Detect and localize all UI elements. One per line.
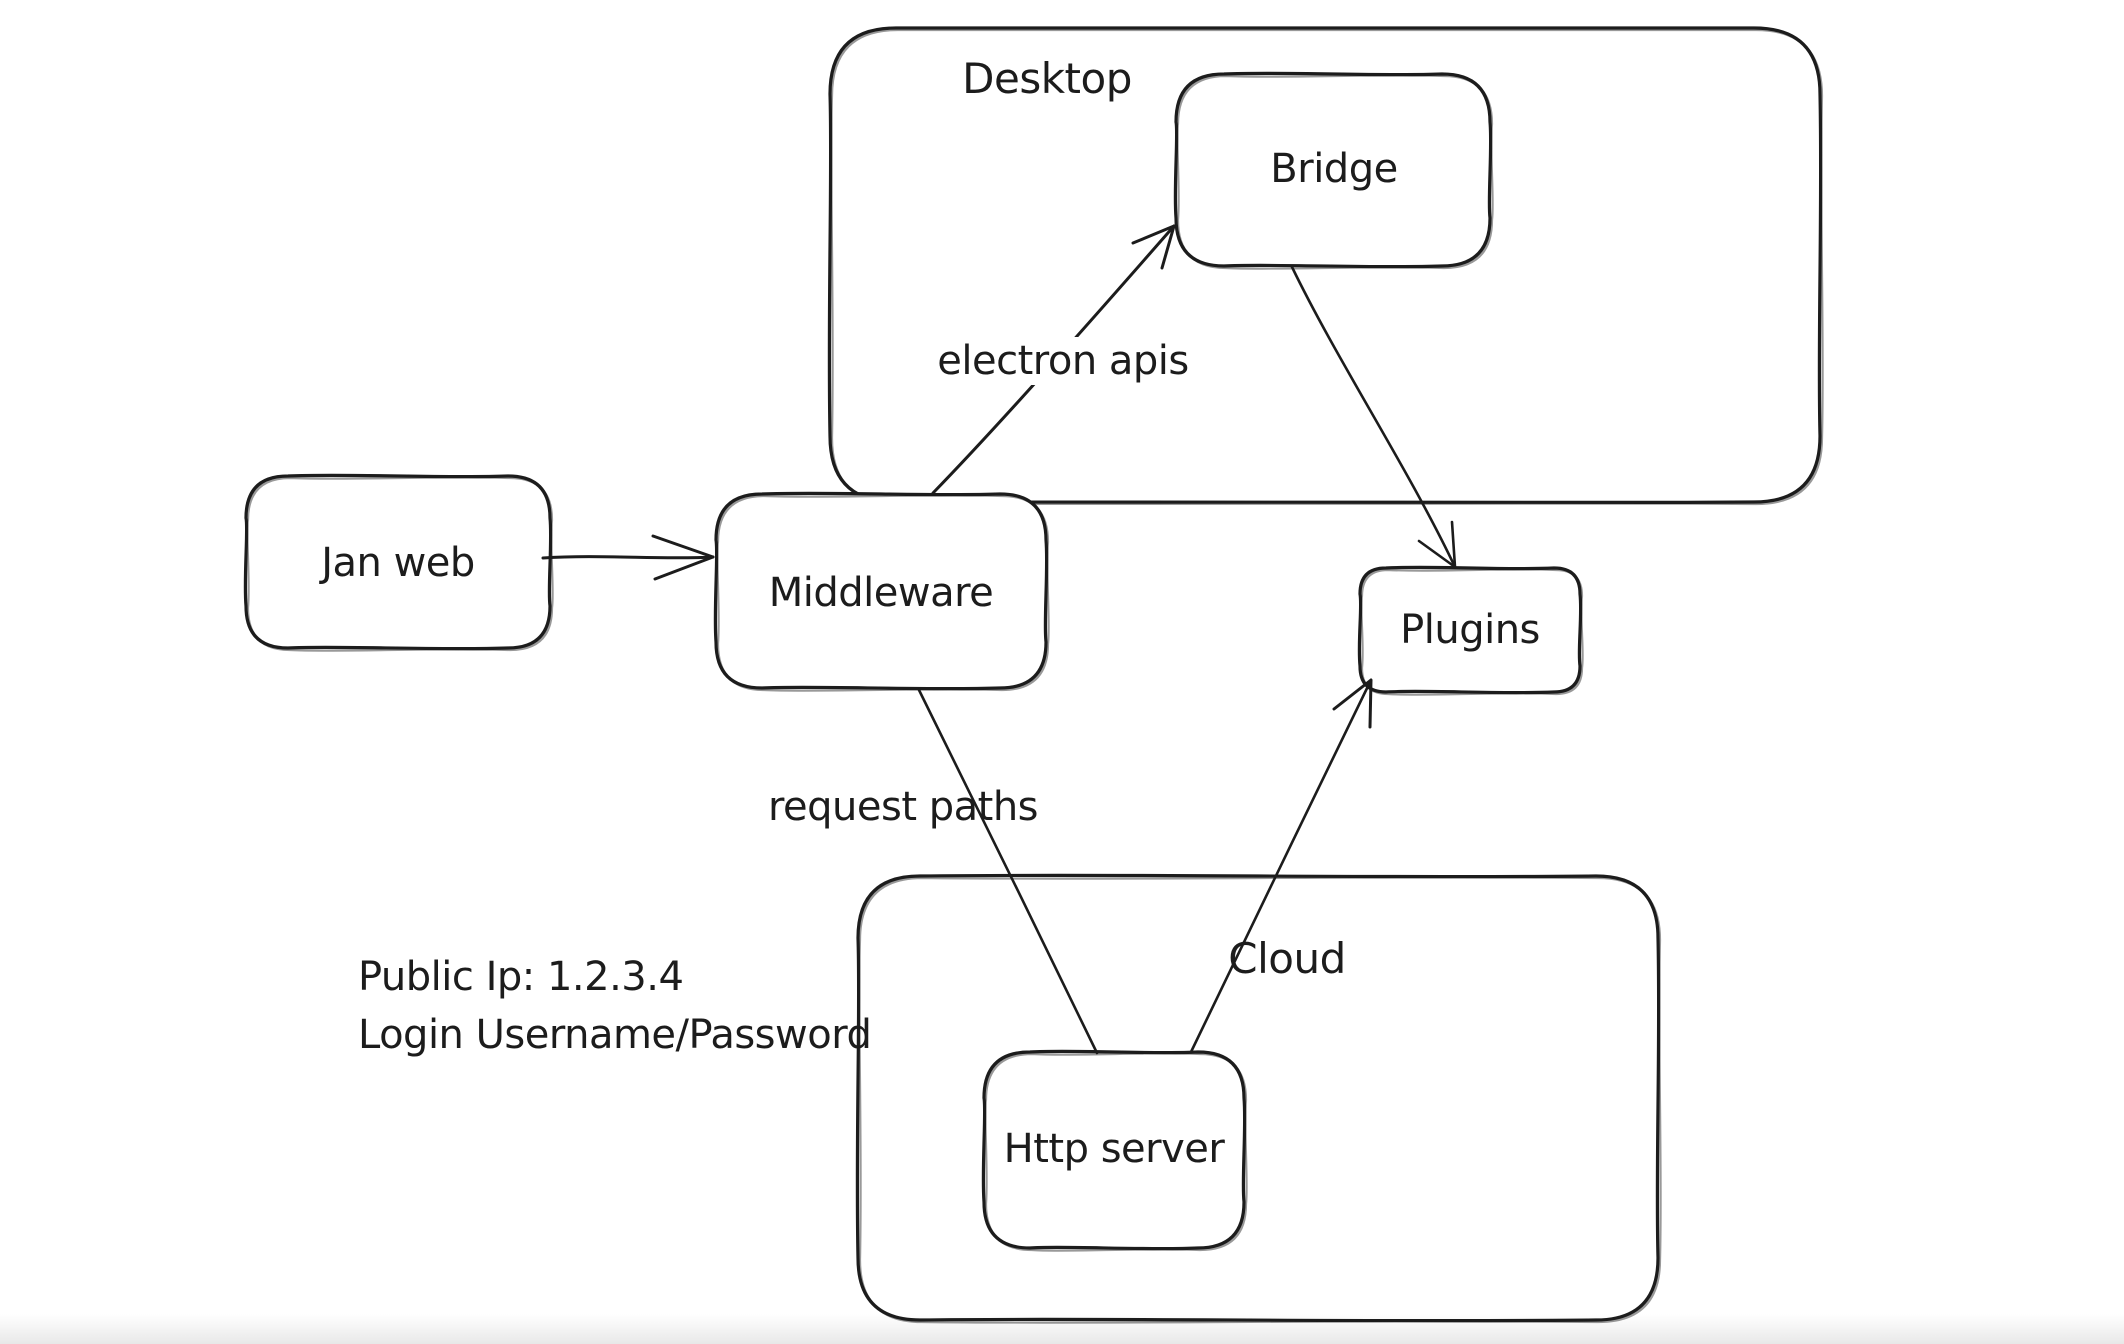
- public-ip-note: Public Ip: 1.2.3.4 Login Username/Passwo…: [358, 948, 872, 1064]
- node-jan-web-shape-overdraw: [246, 476, 554, 652]
- container-cloud-shape-overdraw: [858, 876, 1662, 1324]
- container-desktop-shape-overdraw: [830, 28, 1824, 506]
- arrowhead-httpserver-to-plugins: [1332, 678, 1373, 729]
- node-bridge-shape: [1173, 71, 1493, 269]
- edge-middleware-to-httpserver: [917, 688, 1099, 1055]
- node-http-server-shape-overdraw: [984, 1052, 1248, 1252]
- edge-label-electron-apis: electron apis: [927, 337, 1199, 385]
- node-middleware-shape: [713, 491, 1049, 691]
- node-http-server-shape: [981, 1049, 1247, 1251]
- public-ip-note-line2: Login Username/Password: [358, 1012, 872, 1058]
- arrowhead-middleware-to-bridge: [1131, 224, 1176, 270]
- edge-httpserver-to-plugins: [1189, 678, 1373, 1054]
- edge-janweb-to-middleware: [541, 555, 715, 560]
- arrowhead-bridge-to-plugins: [1417, 520, 1457, 569]
- node-http-server-label: Http server: [1003, 1126, 1225, 1172]
- node-plugins-label: Plugins: [1400, 607, 1540, 653]
- node-jan-web-shape: [243, 473, 553, 651]
- node-jan-web-label: Jan web: [321, 540, 475, 586]
- container-cloud-label: Cloud: [1228, 933, 1346, 983]
- node-plugins-shape-overdraw: [1360, 568, 1584, 696]
- node-bridge-label: Bridge: [1270, 146, 1398, 192]
- node-middleware-label: Middleware: [768, 570, 994, 616]
- public-ip-note-line1: Public Ip: 1.2.3.4: [358, 954, 684, 1000]
- edge-bridge-to-plugins: [1290, 265, 1457, 569]
- container-desktop-label: Desktop: [962, 53, 1132, 103]
- edge-label-request-paths: request paths: [767, 784, 1039, 830]
- node-middleware-shape-overdraw: [716, 494, 1050, 692]
- node-bridge-shape-overdraw: [1176, 74, 1494, 270]
- node-plugins-shape: [1357, 565, 1583, 695]
- arrowhead-janweb-to-middleware: [651, 534, 715, 581]
